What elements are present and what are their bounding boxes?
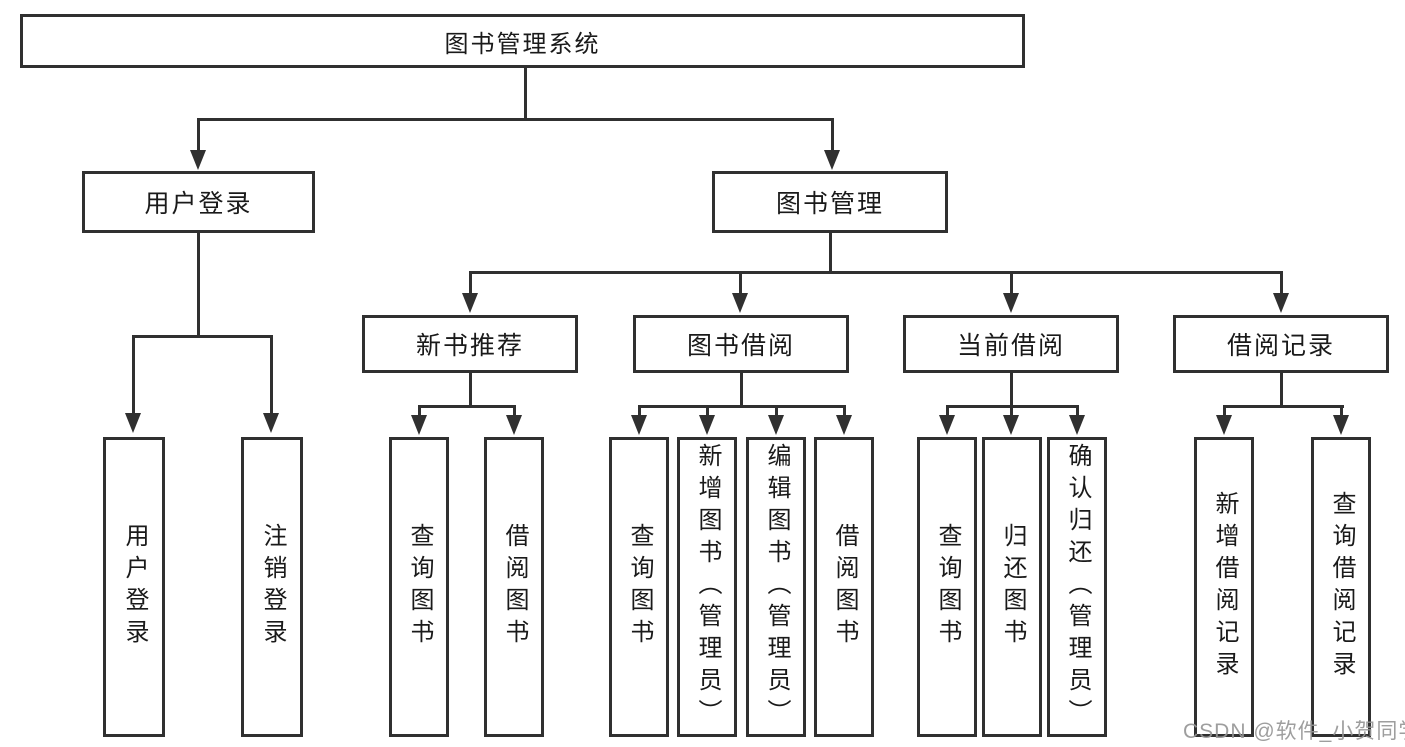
connector-line <box>1076 405 1079 415</box>
connector-line <box>513 405 516 415</box>
leaf-recommend-borrow-books: 借阅图书 <box>484 437 544 737</box>
connector-line <box>197 118 834 121</box>
node-current-borrowing: 当前借阅 <box>903 315 1119 373</box>
connector-line <box>706 405 709 415</box>
leaf-current-confirm-return: 确认归还（管理员） <box>1047 437 1107 737</box>
connector-line <box>740 373 743 407</box>
csdn-watermark: CSDN @软件_小贺同学 <box>1183 720 1405 743</box>
arrowhead-icon <box>1069 415 1085 435</box>
connector-line <box>638 405 846 408</box>
connector-line <box>1280 373 1283 407</box>
node-library-management-system: 图书管理系统 <box>20 14 1025 68</box>
connector-line <box>831 118 834 152</box>
arrowhead-icon <box>732 293 748 313</box>
arrowhead-icon <box>836 415 852 435</box>
connector-line <box>524 68 527 120</box>
node-new-book-recommendation: 新书推荐 <box>362 315 578 373</box>
connector-line <box>739 271 742 293</box>
connector-line <box>829 233 832 273</box>
node-book-borrowing: 图书借阅 <box>633 315 849 373</box>
arrowhead-icon <box>1003 293 1019 313</box>
arrowhead-icon <box>190 150 206 170</box>
leaf-user-login: 用户登录 <box>103 437 165 737</box>
connector-line <box>132 335 135 413</box>
connector-line <box>1010 271 1013 293</box>
connector-line <box>1223 405 1226 415</box>
connector-line <box>469 271 472 293</box>
leaf-records-add-record: 新增借阅记录 <box>1194 437 1254 737</box>
connector-line <box>946 405 949 415</box>
arrowhead-icon <box>699 415 715 435</box>
connector-line <box>469 271 1283 274</box>
connector-line <box>132 335 273 338</box>
arrowhead-icon <box>824 150 840 170</box>
arrowhead-icon <box>768 415 784 435</box>
leaf-current-query-books: 查询图书 <box>917 437 977 737</box>
leaf-records-query-record: 查询借阅记录 <box>1311 437 1371 737</box>
connector-line <box>270 335 273 413</box>
connector-line <box>418 405 516 408</box>
connector-line <box>418 405 421 415</box>
arrowhead-icon <box>1216 415 1232 435</box>
arrowhead-icon <box>1273 293 1289 313</box>
arrowhead-icon <box>462 293 478 313</box>
arrowhead-icon <box>1003 415 1019 435</box>
connector-line <box>1280 271 1283 293</box>
leaf-borrowing-query-books: 查询图书 <box>609 437 669 737</box>
connector-line <box>197 233 200 337</box>
leaf-current-return-books: 归还图书 <box>982 437 1042 737</box>
arrowhead-icon <box>1333 415 1349 435</box>
connector-line <box>1010 373 1013 407</box>
connector-line <box>775 405 778 415</box>
leaf-borrowing-borrow-books: 借阅图书 <box>814 437 874 737</box>
arrowhead-icon <box>263 413 279 433</box>
leaf-logout: 注销登录 <box>241 437 303 737</box>
arrowhead-icon <box>939 415 955 435</box>
arrowhead-icon <box>411 415 427 435</box>
node-borrowing-records: 借阅记录 <box>1173 315 1389 373</box>
arrowhead-icon <box>125 413 141 433</box>
leaf-borrowing-add-books: 新增图书（管理员） <box>677 437 737 737</box>
node-book-management: 图书管理 <box>712 171 948 233</box>
connector-line <box>197 118 200 152</box>
connector-line <box>469 373 472 407</box>
leaf-borrowing-edit-books: 编辑图书（管理员） <box>746 437 806 737</box>
connector-line <box>638 405 641 415</box>
connector-line <box>843 405 846 415</box>
leaf-recommend-query-books: 查询图书 <box>389 437 449 737</box>
arrowhead-icon <box>631 415 647 435</box>
connector-line <box>1010 405 1013 415</box>
connector-line <box>1223 405 1344 408</box>
node-user-login: 用户登录 <box>82 171 315 233</box>
arrowhead-icon <box>506 415 522 435</box>
connector-line <box>1340 405 1343 415</box>
